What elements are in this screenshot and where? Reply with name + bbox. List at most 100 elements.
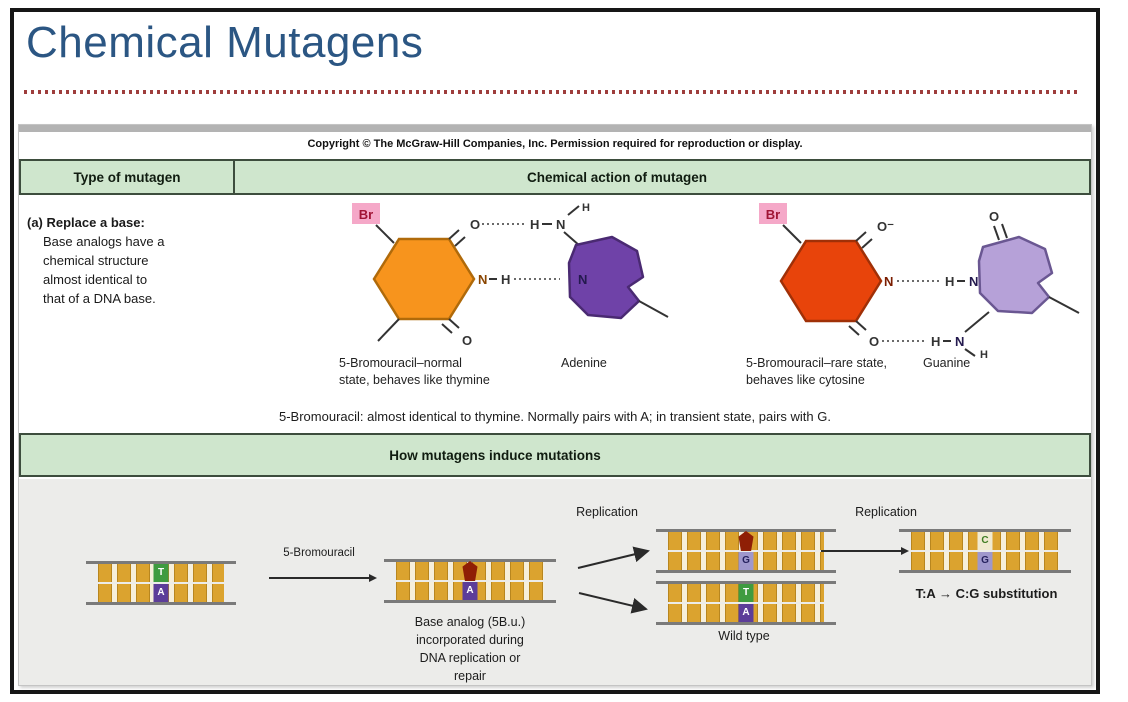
dna-segment-original: T A (86, 561, 236, 605)
base-pair: A (462, 561, 478, 600)
oxygen-minus-atom: O⁻ (877, 219, 894, 234)
description-line: that of a DNA base. (43, 291, 156, 306)
base-g: G (977, 552, 993, 570)
textbook-figure: Copyright © The McGraw-Hill Companies, I… (18, 124, 1092, 686)
dna-rungs: T A (98, 564, 224, 602)
title-divider (24, 90, 1078, 94)
bond (964, 311, 990, 333)
hydrogen-atom: H (530, 217, 539, 232)
substitution-result-label: T:A → C:G substitution (864, 586, 1109, 601)
caption-line: incorporated during (416, 633, 524, 647)
dna-rungs: C G (911, 532, 1059, 570)
base-pair: G (738, 531, 754, 570)
base-pair: T A (153, 564, 169, 602)
base-a: A (462, 582, 478, 600)
mutagen-arrow-label: 5-Bromouracil (283, 547, 355, 559)
nitrogen-atom: N (955, 334, 964, 349)
description-heading: (a) Replace a base: (27, 215, 145, 230)
page-title: Chemical Mutagens (26, 18, 424, 67)
bond (377, 318, 400, 342)
dna-strand (656, 570, 836, 573)
arrow-to-mutant (577, 546, 650, 569)
arrow-right-icon: → (938, 586, 952, 601)
base-5bu-icon (738, 531, 754, 551)
base-t: T (738, 584, 754, 602)
replication-arrow (821, 550, 901, 552)
caption-line: Base analog (5B.u.) (414, 615, 526, 629)
bond (855, 231, 867, 242)
base-c: C (977, 532, 993, 550)
bond (782, 224, 802, 244)
hydrogen-atom: H (501, 272, 510, 287)
replication-label-2: Replication (855, 505, 917, 519)
guanine-label: Guanine (923, 356, 971, 370)
dna-strand (656, 622, 836, 625)
dna-rungs: T A (668, 584, 824, 622)
bond (1048, 296, 1080, 314)
dna-strand (899, 570, 1071, 573)
bond (448, 229, 460, 240)
bromouracil-rare-ring (779, 239, 883, 323)
bond (1001, 223, 1008, 239)
guanine-ring (977, 235, 1054, 315)
base-g: G (738, 552, 754, 570)
dna-segment-bu-g: G (656, 529, 836, 573)
slide-frame: Chemical Mutagens Copyright © The McGraw… (10, 8, 1100, 694)
mutagen-arrow-head (369, 574, 377, 582)
bromine-box (352, 203, 380, 224)
figure-top-bar (19, 125, 1091, 132)
result-to: C:G substitution (955, 586, 1058, 601)
replication-fork-arrows (577, 546, 650, 614)
nitrogen-atom: N (478, 272, 487, 287)
incorporation-caption: Base analog (5B.u.) incorporated during … (375, 613, 565, 685)
result-from: T:A (915, 586, 936, 601)
dna-strand (656, 581, 836, 584)
hydrogen-atom: H (945, 274, 954, 289)
adenine-label: Adenine (561, 356, 607, 370)
bond (448, 318, 460, 329)
bond (855, 320, 867, 331)
base-5bu-icon (462, 561, 478, 581)
column-header-type: Type of mutagen (21, 161, 235, 193)
bromouracil-normal-ring (372, 237, 476, 321)
description-line: almost identical to (43, 272, 148, 287)
description-line: Base analogs have a (43, 234, 165, 249)
hydrogen-atom: H (931, 334, 940, 349)
hydrogen-atom: H (582, 202, 590, 214)
caption-line: 5-Bromouracil–normal (339, 356, 462, 370)
bu-rare-caption: 5-Bromouracil–rare state, behaves like c… (746, 355, 966, 388)
dna-segment-base-analog: A (384, 559, 556, 603)
base-t: T (153, 564, 169, 582)
description-line: chemical structure (43, 253, 149, 268)
bu-rare-guanine-structure: Br O⁻ N H N O O H N H (759, 203, 1080, 359)
bu-normal-adenine-structure: Br O H N H N H N O (352, 202, 669, 348)
dna-strand (384, 600, 556, 603)
base-pair: T A (738, 584, 754, 622)
caption-line: DNA replication or (419, 651, 521, 665)
dna-segment-wild-type: T A (656, 581, 836, 625)
dna-segment-substitution: C G (899, 529, 1071, 573)
base-pair: C G (977, 532, 993, 570)
dna-strand (86, 602, 236, 605)
bu-normal-caption: 5-Bromouracil–normal state, behaves like… (339, 355, 569, 388)
copyright-line: Copyright © The McGraw-Hill Companies, I… (307, 138, 803, 150)
dna-strand (656, 529, 836, 532)
caption-line: repair (454, 669, 486, 683)
base-a: A (153, 584, 169, 602)
bond (848, 325, 860, 336)
bromouracil-summary: 5-Bromouracil: almost identical to thymi… (279, 409, 831, 424)
bond (861, 238, 873, 249)
mutation-pathway-diagram: T A 5-Bromouracil A (19, 479, 1091, 685)
bond (993, 225, 1000, 241)
hydrogen-atom: H (980, 349, 988, 359)
bromine-atom: Br (766, 207, 780, 222)
bromine-atom: Br (359, 207, 373, 222)
nitrogen-atom: N (969, 274, 978, 289)
mutagen-arrow (269, 577, 369, 579)
bond (375, 224, 395, 244)
oxygen-atom: O (869, 334, 879, 349)
bond (454, 236, 466, 247)
caption-line: state, behaves like thymine (339, 372, 490, 387)
replication-label-1: Replication (576, 505, 638, 519)
replace-a-base-description: (a) Replace a base: Base analogs have a … (27, 213, 237, 308)
